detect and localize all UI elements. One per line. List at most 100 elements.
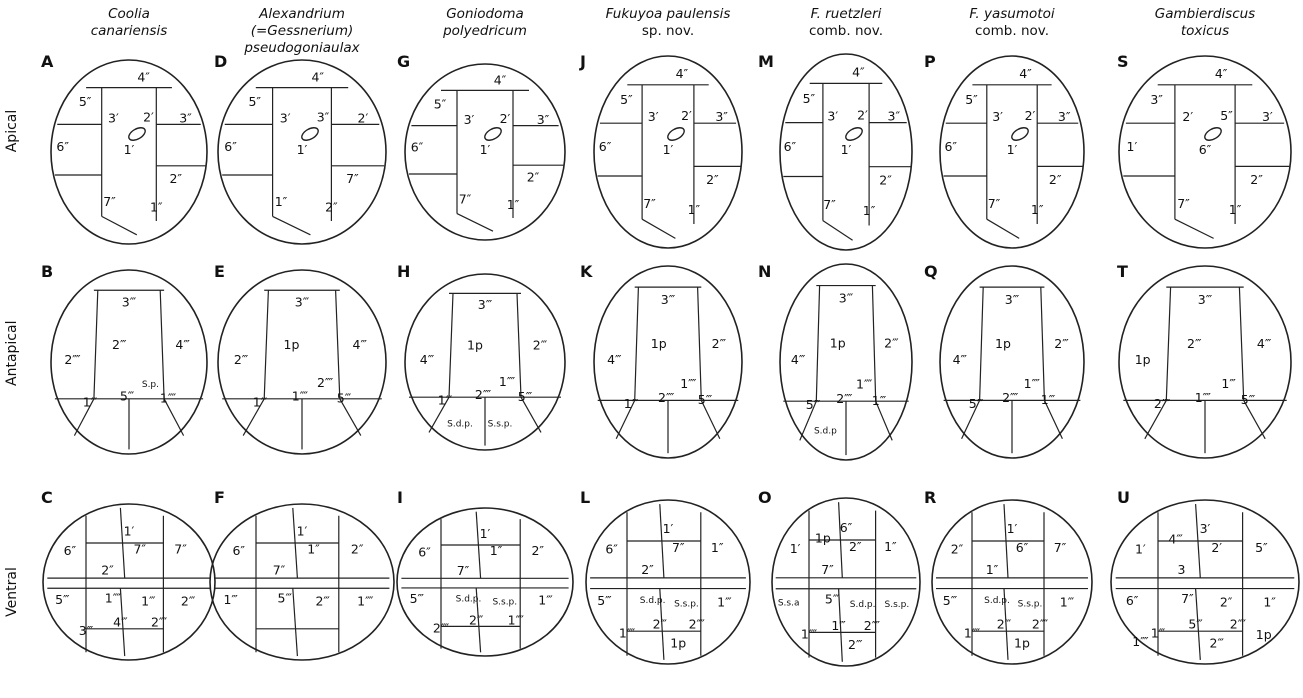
plate-label: S.s.a bbox=[778, 598, 800, 608]
plate-label: 2″ bbox=[1049, 172, 1062, 187]
plate-label: 1″ bbox=[711, 540, 724, 555]
panel-letter: C bbox=[41, 488, 53, 507]
panel-letter: D bbox=[214, 52, 227, 71]
plate-suture bbox=[293, 588, 298, 656]
plate-label: 4‴ bbox=[607, 352, 622, 367]
panel-L: L1′6″7″1″2″5‴S.d.p.S.s.p.1‴2‴2⁗1⁗1p bbox=[580, 488, 750, 664]
plate-label: 2⁗ bbox=[1154, 396, 1171, 411]
plate-label: 2⁗ bbox=[689, 617, 706, 632]
apical-pore bbox=[1203, 125, 1224, 143]
panel-D: D4″5″3′3″2′6″1′7″1″2″ bbox=[214, 52, 386, 244]
plate-label: 6″ bbox=[232, 543, 245, 558]
plate-label: 2‴ bbox=[112, 337, 127, 352]
panel-letter: Q bbox=[924, 262, 938, 281]
plate-label: 1″ bbox=[986, 562, 999, 577]
panel-E: E3‴4‴1p2‴2⁗1⁗1‴5‴ bbox=[214, 262, 386, 454]
panel-T: T3‴4‴2‴1p1‴1⁗2⁗5‴ bbox=[1117, 262, 1291, 458]
plate-label: 6″ bbox=[64, 543, 77, 558]
panel-N: N3‴2‴1p4‴1⁗2⁗5‴1‴S.d.p bbox=[758, 262, 912, 460]
plate-label: 1p bbox=[467, 338, 483, 353]
plate-suture bbox=[273, 216, 311, 234]
plate-label: 6″ bbox=[1016, 540, 1029, 555]
plate-label: 6″ bbox=[224, 139, 237, 154]
plate-label: 7″ bbox=[1181, 591, 1194, 606]
plate-label: 3‴ bbox=[295, 295, 310, 310]
plate-suture bbox=[1239, 287, 1243, 400]
plate-label: 5″ bbox=[620, 92, 633, 107]
plate-label: 1″ bbox=[490, 543, 503, 558]
plate-label: 1′ bbox=[297, 142, 308, 157]
plate-label: 2′ bbox=[681, 108, 692, 123]
plate-label: 3″ bbox=[1058, 109, 1071, 124]
plate-label: 3″ bbox=[1150, 92, 1163, 107]
apical-pore bbox=[483, 125, 504, 143]
apical-pore bbox=[666, 125, 687, 143]
plate-label: 3‴ bbox=[478, 297, 493, 312]
plate-suture bbox=[160, 290, 164, 399]
plate-label: 2‴ bbox=[1187, 336, 1202, 351]
plate-label: 3″ bbox=[317, 110, 330, 125]
plate-label: 6″ bbox=[784, 139, 797, 154]
plate-label: 3‴ bbox=[839, 291, 854, 306]
plate-label: 2″ bbox=[1220, 595, 1233, 610]
plate-label: 3″ bbox=[537, 112, 550, 127]
plate-label: 2″ bbox=[1250, 172, 1263, 187]
plate-label: 1p bbox=[284, 337, 300, 352]
plate-label: 5‴ bbox=[410, 591, 425, 606]
plate-label: 1′ bbox=[480, 142, 491, 157]
plate-label: 1′ bbox=[1007, 142, 1018, 157]
plate-label: 1‴ bbox=[253, 394, 268, 409]
panel-R: R1′2″6″7″1″5‴S.d.p.S.s.p.1‴2‴2⁗1⁗1p bbox=[924, 488, 1092, 664]
plate-label: 6″ bbox=[1126, 593, 1139, 608]
plate-label: 5‴ bbox=[806, 397, 821, 412]
plate-label: 2′ bbox=[1182, 109, 1193, 124]
plate-label: 2″ bbox=[531, 543, 544, 558]
plate-label: 2‴ bbox=[653, 617, 668, 632]
plate-label: 2‴ bbox=[181, 594, 196, 609]
apical-pore bbox=[844, 125, 865, 143]
plate-label: 2‴ bbox=[1054, 336, 1069, 351]
plate-label: 1‴ bbox=[438, 393, 453, 408]
plate-suture bbox=[872, 286, 875, 402]
plate-label: 7″ bbox=[457, 563, 470, 578]
plate-label: 3″ bbox=[179, 110, 192, 125]
panel-letter: S bbox=[1117, 52, 1129, 71]
plate-label: 1′ bbox=[1127, 139, 1138, 154]
plate-label: 1‴ bbox=[624, 396, 639, 411]
plate-label: 7″ bbox=[103, 194, 116, 209]
panel-O: O6″1′2″1″7″S.s.a5‴S.d.p.S.s.p.1‴2⁗1⁗2‴1p bbox=[758, 488, 920, 666]
plate-label: 2⁗ bbox=[658, 390, 675, 405]
plate-label: 1′ bbox=[124, 142, 135, 157]
plate-suture bbox=[517, 293, 521, 397]
plate-label: 1‴ bbox=[1060, 595, 1075, 610]
plate-label: 2‴ bbox=[315, 594, 330, 609]
apical-pore bbox=[1010, 125, 1031, 143]
plate-label: 3‴ bbox=[79, 623, 94, 638]
plate-label: S.d.p. bbox=[447, 420, 473, 430]
plate-label: 1‴ bbox=[538, 593, 553, 608]
plate-label: 1″ bbox=[863, 203, 876, 218]
plate-suture bbox=[816, 286, 819, 402]
plate-label: 5″ bbox=[434, 96, 447, 111]
plate-label: 5‴ bbox=[278, 590, 293, 605]
plate-label: S.s.p. bbox=[674, 600, 699, 610]
plate-label: 1″ bbox=[1031, 202, 1044, 217]
panel-letter: F bbox=[214, 488, 225, 507]
plate-label: 2⁗ bbox=[1002, 390, 1019, 405]
plate-label: 5‴ bbox=[1188, 617, 1203, 632]
plate-label: 1⁗ bbox=[801, 627, 818, 642]
plate-label: 1′ bbox=[1135, 542, 1146, 557]
plate-label: 1p bbox=[670, 636, 686, 651]
plate-label: 4″ bbox=[137, 69, 150, 84]
plate-label: 4‴ bbox=[175, 337, 190, 352]
plate-label: 7″ bbox=[346, 171, 359, 186]
plate-label: 7″ bbox=[459, 192, 472, 207]
plate-label: 4‴ bbox=[953, 352, 968, 367]
plate-label: 2⁗ bbox=[64, 352, 81, 367]
plate-label: 1p bbox=[1014, 636, 1030, 651]
plate-label: 3″ bbox=[888, 108, 901, 123]
plate-label: 7″ bbox=[133, 542, 146, 557]
plate-label: 2⁗ bbox=[151, 615, 168, 630]
plate-label: 1p bbox=[995, 336, 1011, 351]
